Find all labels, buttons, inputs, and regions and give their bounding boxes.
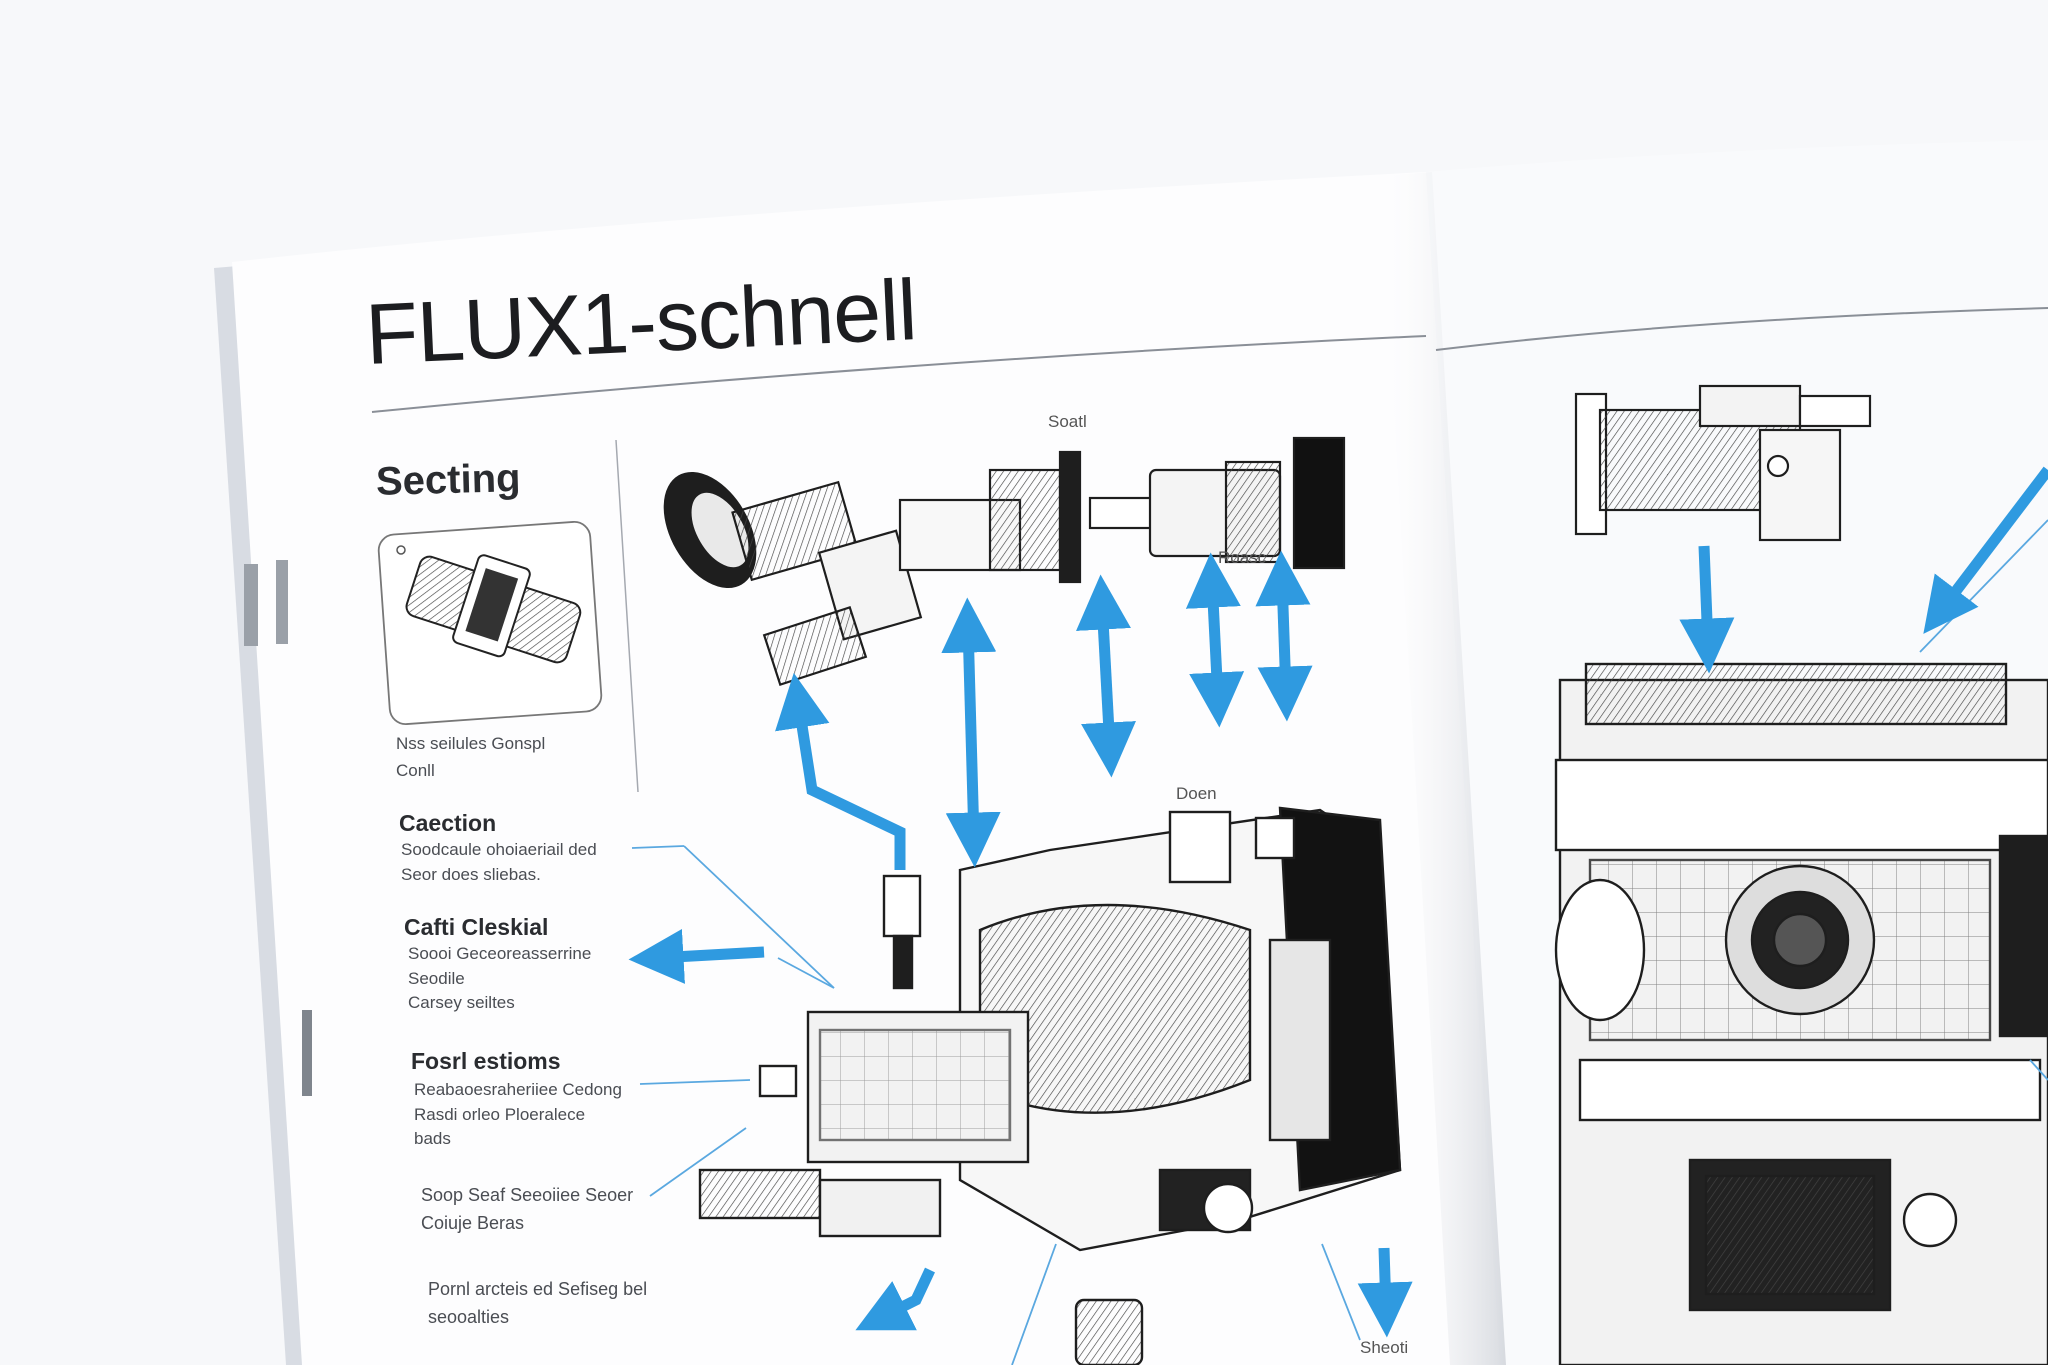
- sidebar-heading: Secting: [375, 456, 522, 504]
- leader-lines: [631, 519, 2048, 1365]
- top-assembly: [663, 436, 1346, 687]
- footnote: Pornl arcteis ed Sefiseg bel seooalties: [428, 1279, 648, 1327]
- right-main-assembly: [1554, 662, 2048, 1365]
- section-body: Soodcaule ohoiaeriail ded Seor does slie…: [401, 840, 597, 884]
- right-title-rule: [1435, 307, 2048, 351]
- right-top-part: [1574, 384, 1872, 542]
- section-title: Caection: [399, 810, 497, 836]
- gutter-shadow: [1380, 172, 1506, 1365]
- binding-clip: [244, 564, 258, 646]
- section-body: Reabaoesraheriiee Cedong Rasdi orleo Plo…: [414, 1080, 622, 1149]
- blue-arrows: [628, 466, 2048, 1338]
- section-title: Cafti Cleskial: [404, 914, 549, 940]
- footnote: Soop Seaf Seeoiiee Seoer Coiuje Beras: [421, 1185, 634, 1233]
- thumbnail-part-icon: [405, 554, 582, 664]
- section-title: Fosrl estioms: [411, 1048, 561, 1074]
- main-engine-block: [698, 806, 1402, 1365]
- title-rule: [371, 335, 1427, 413]
- callout-label: Soatl: [1048, 412, 1087, 431]
- section-body: Soooi Geceoreasserrine Seodile Carsey se…: [408, 944, 592, 1013]
- thumbnail-box: [377, 521, 603, 725]
- binding-clip: [302, 1010, 312, 1096]
- callout-label: Roasc: [1218, 548, 1267, 567]
- thumbnail-caption: Nss seilules Gonspl Conll: [396, 734, 546, 781]
- callout-label: Sheoti: [1360, 1338, 1409, 1357]
- sidebar-divider: [615, 439, 639, 793]
- binding-clip: [276, 560, 288, 644]
- callout-label: Doen: [1176, 784, 1217, 803]
